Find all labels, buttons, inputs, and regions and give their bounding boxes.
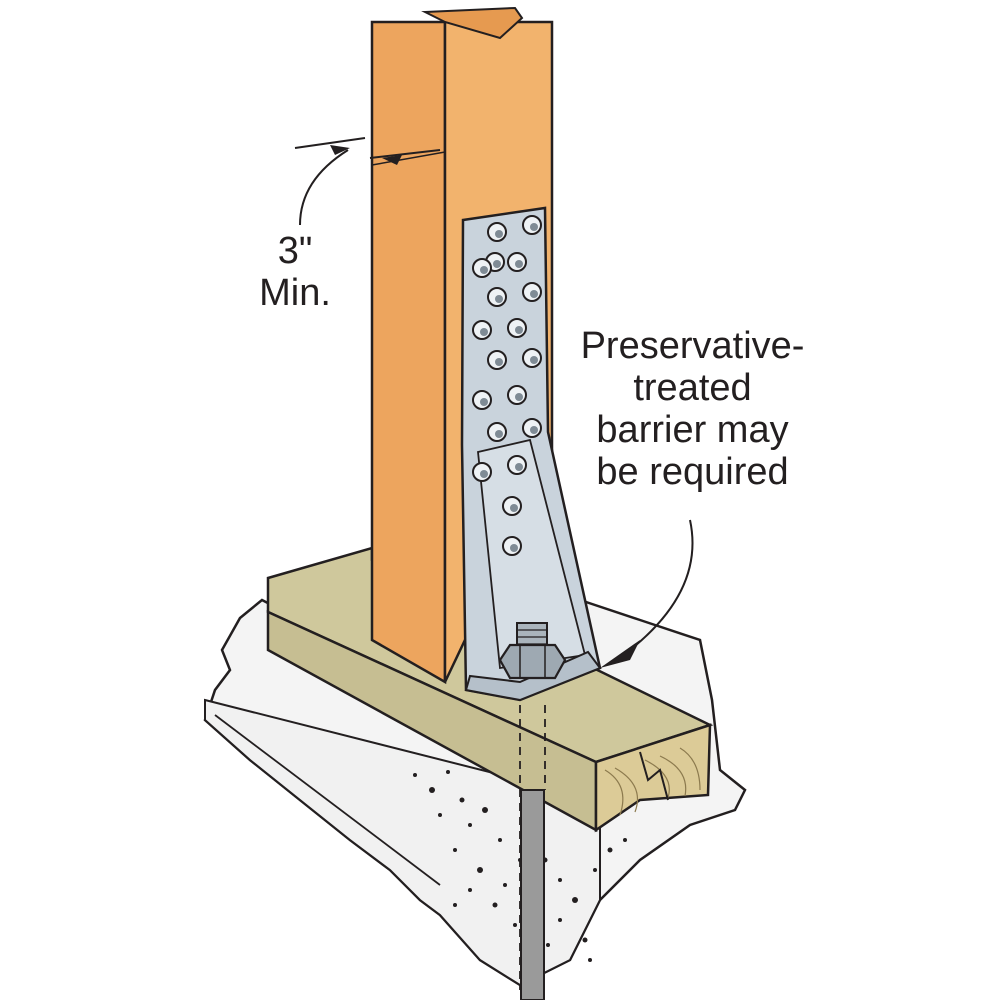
min-spacing-unit: Min. bbox=[259, 272, 331, 314]
nail-hole-shadow bbox=[530, 426, 538, 434]
barrier-note-line: be required bbox=[596, 451, 789, 493]
sill-plate-end-grain bbox=[594, 723, 712, 833]
arrowhead-icon bbox=[330, 145, 350, 155]
barrier-note-line: Preservative- bbox=[580, 325, 805, 367]
nail-hole-shadow bbox=[495, 430, 503, 438]
nail-hole-shadow bbox=[480, 470, 488, 478]
nail-hole-shadow bbox=[480, 328, 488, 336]
concrete-side-face bbox=[204, 698, 601, 987]
barrier-note-line: treated bbox=[633, 367, 752, 409]
barrier-leader bbox=[629, 519, 694, 651]
nail-hole-shadow bbox=[515, 393, 523, 401]
min-spacing-label: 3" Min. bbox=[235, 230, 355, 314]
min-dimension-callout bbox=[294, 137, 441, 226]
anchor-rod bbox=[519, 705, 546, 1000]
nail-hole-shadow bbox=[515, 326, 523, 334]
fastener-holes bbox=[472, 215, 542, 556]
nail-hole-shadow bbox=[530, 290, 538, 298]
nail-hole-shadow bbox=[515, 260, 523, 268]
post-top-end bbox=[421, 6, 524, 40]
post-spacing-line bbox=[371, 151, 446, 166]
connector-seat bbox=[464, 650, 602, 702]
nail-hole-shadow bbox=[495, 358, 503, 366]
arrowhead-icon bbox=[382, 155, 402, 165]
nail-hole-shadow bbox=[480, 398, 488, 406]
nail-hole-shadow bbox=[530, 356, 538, 364]
end-grain-lines bbox=[604, 747, 701, 816]
nail-hole-shadow bbox=[480, 266, 488, 274]
nail-hole-shadow bbox=[495, 295, 503, 303]
barrier-note: Preservative- treated barrier may be req… bbox=[560, 325, 825, 493]
anchor-rod-shaft bbox=[520, 789, 545, 1000]
hold-down-connector bbox=[460, 206, 602, 702]
concrete-edge-line bbox=[214, 714, 441, 886]
nail-hole-shadow bbox=[515, 463, 523, 471]
arrowhead-icon bbox=[600, 640, 640, 668]
hex-nut-icon bbox=[498, 622, 567, 680]
nail-hole-shadow bbox=[493, 260, 501, 268]
min-spacing-value: 3" bbox=[277, 230, 313, 272]
barrier-callout bbox=[600, 519, 694, 668]
nail-hole-shadow bbox=[510, 544, 518, 552]
nail-hole-shadow bbox=[510, 504, 518, 512]
dimension-leader bbox=[299, 149, 349, 226]
nail-hole-shadow bbox=[495, 230, 503, 238]
sill-break-line bbox=[639, 751, 669, 801]
post-left-face bbox=[370, 20, 447, 685]
nail-hole-shadow bbox=[530, 223, 538, 231]
barrier-note-line: barrier may bbox=[596, 409, 789, 451]
